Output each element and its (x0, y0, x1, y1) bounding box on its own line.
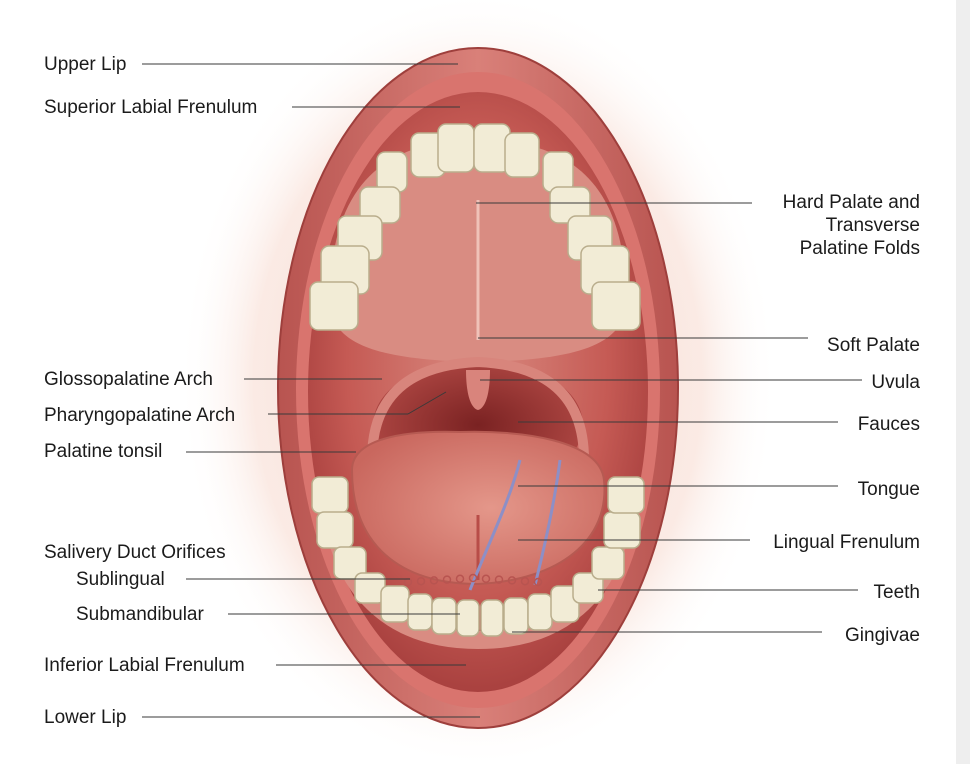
duct-orifice (494, 575, 504, 584)
label-submandibular: Submandibular (76, 604, 204, 625)
label-superior-labial-frenulum: Superior Labial Frenulum (44, 97, 258, 118)
lower-tooth (456, 599, 480, 637)
duct-orifice (468, 573, 478, 583)
duct-orifice (507, 576, 517, 585)
lower-tooth (607, 476, 645, 514)
label-sublingual: Sublingual (76, 569, 165, 590)
label-tongue: Tongue (857, 479, 920, 500)
label-pharyngopalatine-arch: Pharyngopalatine Arch (44, 405, 236, 426)
duct-orifice (416, 576, 426, 586)
label-fauces: Fauces (857, 414, 920, 435)
label-teeth: Teeth (873, 582, 920, 603)
lower-tooth (603, 511, 641, 549)
tongue-shape (350, 430, 606, 586)
duct-orifice (481, 574, 491, 584)
lower-tooth (431, 597, 457, 635)
label-lingual-frenulum: Lingual Frenulum (773, 532, 920, 553)
page-edge-strip (956, 0, 970, 764)
duct-orifice (520, 576, 530, 586)
label-lower-lip: Lower Lip (44, 707, 127, 728)
upper-teeth (309, 123, 641, 331)
lower-tooth (311, 476, 349, 514)
lower-tooth (480, 599, 504, 637)
tongue-vein-left (468, 459, 522, 591)
tongue-vein-right (533, 459, 562, 586)
lower-tooth (380, 585, 410, 623)
pharyngopalatine-arch-leader-d (407, 391, 447, 415)
lower-tooth (527, 593, 553, 631)
label-uvula: Uvula (871, 372, 920, 393)
duct-orifice (455, 574, 465, 584)
upper-tooth (437, 123, 475, 173)
lower-tooth (572, 572, 604, 604)
label-palatine-tonsil: Palatine tonsil (44, 441, 163, 462)
label-gingivae: Gingivae (845, 625, 920, 646)
upper-tooth (309, 281, 359, 331)
lower-tooth (550, 585, 580, 623)
lower-tooth (316, 511, 354, 549)
upper-tooth (591, 281, 641, 331)
label-glossopalatine-arch: Glossopalatine Arch (44, 369, 213, 390)
upper-tooth (376, 151, 408, 193)
label-salivary-duct-orifices: Salivery Duct Orifices (44, 542, 226, 563)
leader-lines (142, 63, 862, 718)
upper-tooth (542, 151, 574, 193)
label-hard-palate: Hard Palate and Transverse Palatine Fold… (782, 192, 920, 259)
label-upper-lip: Upper Lip (44, 54, 127, 75)
lower-tooth (591, 546, 625, 580)
upper-tooth (504, 132, 540, 178)
lower-tooth (407, 593, 433, 631)
lower-tooth (503, 597, 529, 635)
duct-orifice (533, 577, 543, 587)
label-soft-palate: Soft Palate (827, 335, 920, 356)
glossopalatine-arch-shape (367, 356, 589, 461)
label-inferior-labial-frenulum: Inferior Labial Frenulum (44, 655, 245, 676)
duct-orifice (442, 575, 452, 584)
duct-orifice (429, 576, 439, 585)
